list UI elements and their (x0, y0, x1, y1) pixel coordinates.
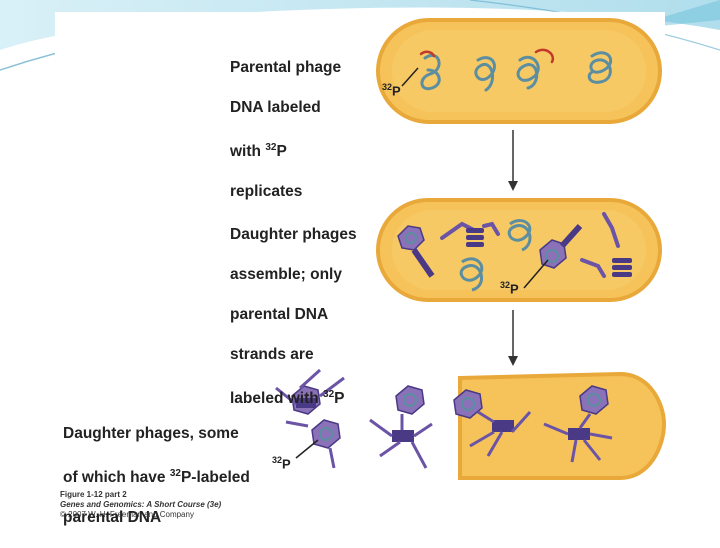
p32-tag-2-mass: 32 (500, 280, 511, 290)
bacterial-cell-2 (376, 198, 662, 302)
step-arrow-1 (508, 130, 518, 191)
step2-line1: Daughter phages (230, 226, 357, 243)
step3-line2-text: of which have (63, 469, 170, 487)
step2-line5: labeled with 32P (230, 385, 357, 409)
p32-tag-2: 32P (500, 280, 519, 296)
step3-line1: Daughter phages, some (63, 425, 239, 442)
p32-pointer-3 (295, 439, 319, 459)
step3-line2: of which have 32P-labeled (63, 464, 250, 488)
caption-figure-number: Figure 1-12 part 2 (60, 490, 127, 499)
step1-line2: DNA labeled (230, 99, 321, 116)
step3-label: Daughter phages, some of which have 32P-… (63, 404, 250, 548)
p32-pointer-1 (401, 67, 419, 87)
step2-line4: strands are (230, 346, 314, 363)
caption-book-title: Genes and Genomics: A Short Course (3e) (60, 500, 222, 509)
p32-tag-1-mass: 32 (382, 82, 393, 92)
p32-tag-3-mass: 32 (272, 455, 283, 465)
replicating-dna-strands (419, 48, 613, 92)
step2-label: Daughter phages assemble; only parental … (230, 205, 357, 429)
step3-line3: parental DNA (63, 509, 162, 527)
dna-coils-cell-2 (459, 219, 532, 292)
step1-line3: with 32P (230, 138, 341, 162)
p32-tag-3: 32P (272, 455, 291, 471)
released-phages (275, 368, 613, 469)
tail-segments-cell-2 (466, 228, 632, 277)
caption-copyright: © 2007 W. H. Freeman and Company (60, 510, 194, 519)
step1-line1: Parental phage (230, 59, 342, 76)
step2-line2: assemble; only (230, 266, 342, 283)
step2-isotope-symbol: P (334, 390, 345, 408)
p32-tag-3-symbol: P (282, 456, 291, 472)
step-arrow-2 (508, 310, 518, 366)
step1-line3-text: with (230, 143, 266, 161)
p32-tag-2-symbol: P (510, 281, 519, 297)
step2-isotope-mass: 32 (323, 389, 335, 400)
step1-isotope-symbol: P (276, 143, 287, 161)
p32-pointer-2 (523, 259, 549, 289)
step3-line2-suffix: P-labeled (180, 469, 250, 487)
step1-isotope-mass: 32 (265, 142, 277, 153)
step3-isotope-mass: 32 (169, 468, 181, 479)
step1-line4: replicates (230, 183, 303, 201)
p32-tag-1: 32P (382, 82, 401, 98)
lysing-bacterial-cell (458, 371, 667, 480)
figure-caption: Figure 1-12 part 2 Genes and Genomics: A… (60, 490, 221, 520)
step2-line3: parental DNA (230, 306, 329, 323)
step1-label: Parental phage DNA labeled with 32P repl… (230, 38, 341, 222)
p32-tag-1-symbol: P (392, 83, 401, 99)
step2-line5-text: labeled with (230, 390, 324, 408)
